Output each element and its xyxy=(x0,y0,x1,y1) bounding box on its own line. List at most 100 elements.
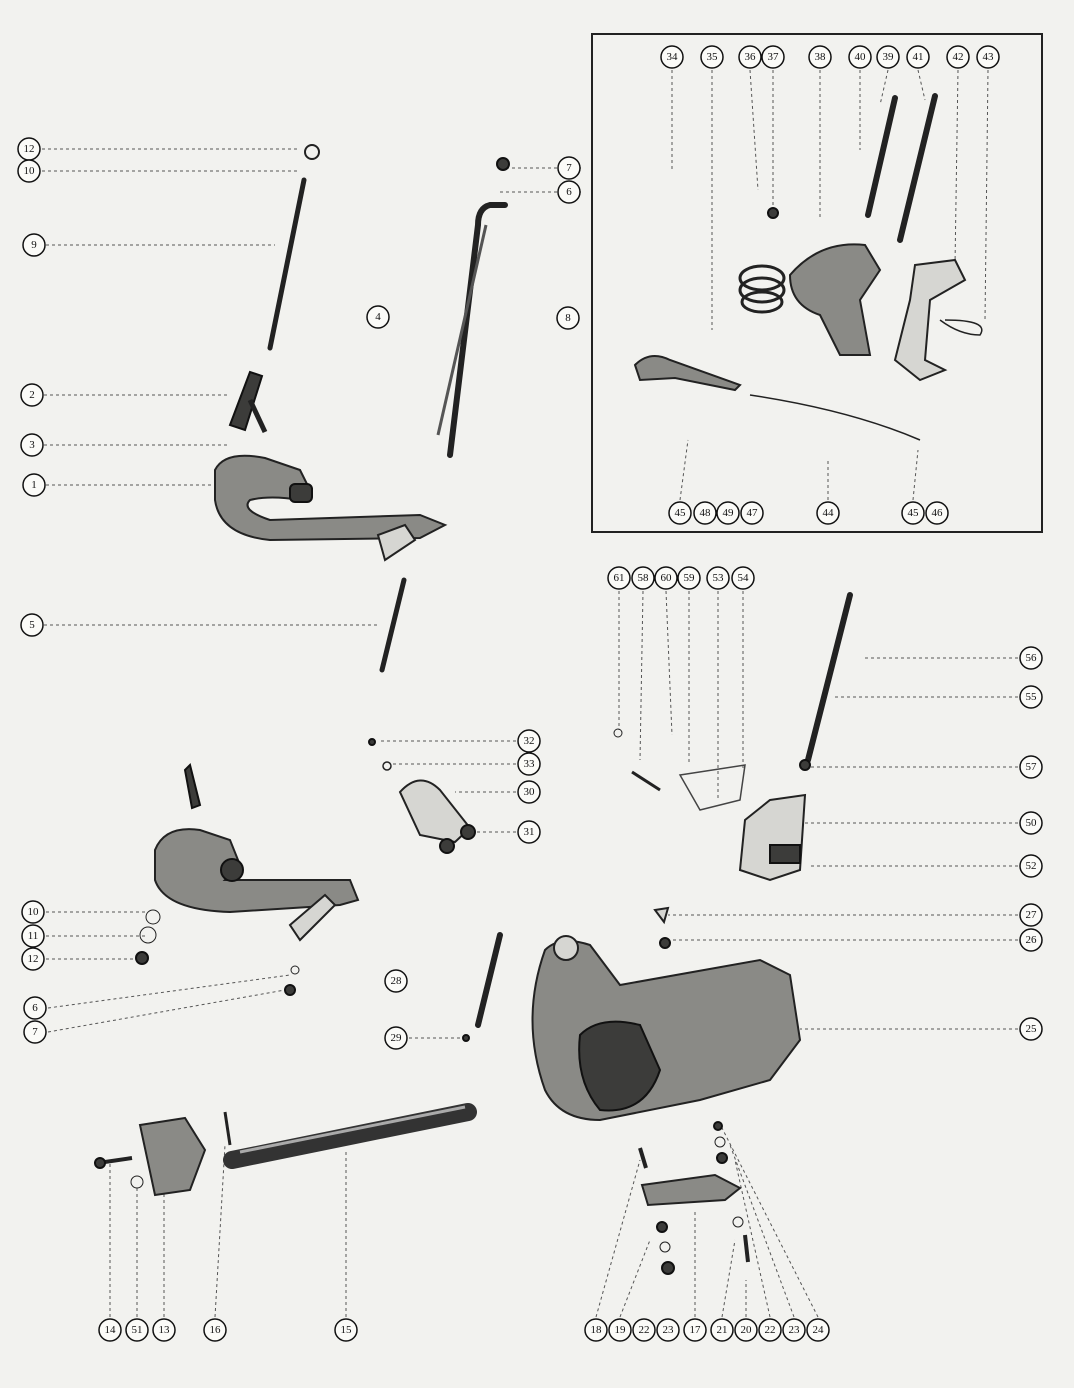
callout-c-42: 42 xyxy=(946,45,970,69)
part-17-arm xyxy=(638,1121,750,1275)
callout-label: 20 xyxy=(741,1324,753,1336)
callout-c-37: 37 xyxy=(761,45,785,69)
callout-label: 24 xyxy=(813,1324,825,1336)
leader-line xyxy=(47,989,286,1033)
callout-c-9: 9 xyxy=(22,233,46,257)
part-55-shaft xyxy=(613,592,853,949)
leader-line xyxy=(619,1239,651,1318)
callout-label: 35 xyxy=(707,51,719,63)
callout-c-23b: 23 xyxy=(782,1318,806,1342)
callout-label: 3 xyxy=(29,439,35,451)
callout-label: 57 xyxy=(1026,761,1038,773)
callout-label: 34 xyxy=(667,51,679,63)
part-13-plate xyxy=(94,1111,232,1197)
callout-label: 58 xyxy=(638,572,650,584)
leader-line xyxy=(879,69,889,106)
callout-c-19: 19 xyxy=(608,1318,632,1342)
callout-label: 41 xyxy=(913,51,924,63)
callout-c-18: 18 xyxy=(584,1318,608,1342)
callout-c-14: 14 xyxy=(98,1318,122,1342)
leader-lines xyxy=(42,69,1018,1318)
callout-label: 10 xyxy=(24,165,36,177)
callout-c-55: 55 xyxy=(1019,685,1043,709)
callout-label: 4 xyxy=(375,311,381,323)
callout-label: 6 xyxy=(566,186,572,198)
callout-c-43: 43 xyxy=(976,45,1000,69)
callout-label: 31 xyxy=(524,826,535,838)
callout-c-22b: 22 xyxy=(758,1318,782,1342)
inset-parts xyxy=(633,93,983,441)
callout-label: 28 xyxy=(391,975,403,987)
leader-line xyxy=(912,449,919,501)
callout-label: 59 xyxy=(684,572,696,584)
part-5-pin xyxy=(379,577,407,673)
part-25-swivel-bracket xyxy=(531,935,802,1122)
callout-label: 61 xyxy=(614,572,625,584)
callout-label: 55 xyxy=(1026,691,1038,703)
callout-c-17: 17 xyxy=(683,1318,707,1342)
callout-c-31: 31 xyxy=(517,820,541,844)
callout-c-12b: 12 xyxy=(21,947,45,971)
callout-c-32: 32 xyxy=(517,729,541,753)
callout-c-28: 28 xyxy=(384,969,408,993)
callout-label: 53 xyxy=(713,572,725,584)
callout-label: 45 xyxy=(675,507,687,519)
callout-c-54: 54 xyxy=(731,566,755,590)
part-9-rod xyxy=(267,177,307,351)
callout-c-1: 1 xyxy=(22,473,46,497)
callout-c-7a: 7 xyxy=(557,156,581,180)
callout-label: 22 xyxy=(765,1324,776,1336)
callout-label: 8 xyxy=(565,312,571,324)
leader-line xyxy=(595,1159,641,1318)
leader-line xyxy=(984,69,989,321)
leader-line xyxy=(639,590,644,761)
callout-label: 6 xyxy=(32,1002,38,1014)
callout-c-22a: 22 xyxy=(632,1318,656,1342)
part-4-bent-rod xyxy=(436,202,508,458)
callout-c-12a: 12 xyxy=(17,137,41,161)
callout-label: 27 xyxy=(1026,909,1038,921)
callout-label: 2 xyxy=(29,389,35,401)
callout-label: 7 xyxy=(566,162,572,174)
leader-line xyxy=(721,1127,819,1318)
callout-c-2: 2 xyxy=(20,383,44,407)
leader-line xyxy=(917,69,926,101)
callout-label: 36 xyxy=(745,51,757,63)
callout-c-29: 29 xyxy=(384,1026,408,1050)
callout-c-56: 56 xyxy=(1019,646,1043,670)
leader-line xyxy=(749,69,759,191)
part-30-cam xyxy=(368,738,476,854)
callout-c-30: 30 xyxy=(517,780,541,804)
callout-label: 54 xyxy=(738,572,750,584)
callout-c-59: 59 xyxy=(677,566,701,590)
callout-c-20: 20 xyxy=(734,1318,758,1342)
callout-label: 38 xyxy=(815,51,827,63)
callout-c-6a: 6 xyxy=(557,180,581,204)
callout-c-35: 35 xyxy=(700,45,724,69)
callout-c-36: 36 xyxy=(738,45,762,69)
callout-label: 42 xyxy=(953,51,964,63)
callout-c-23a: 23 xyxy=(656,1318,680,1342)
callout-c-33: 33 xyxy=(517,752,541,776)
callout-c-44: 44 xyxy=(816,501,840,525)
callout-label: 26 xyxy=(1026,934,1038,946)
callout-label: 23 xyxy=(663,1324,675,1336)
leader-line xyxy=(734,1159,771,1318)
leader-line xyxy=(679,439,689,501)
callout-label: 5 xyxy=(29,619,35,631)
callout-label: 14 xyxy=(105,1324,117,1336)
callout-label: 48 xyxy=(700,507,712,519)
callout-c-8: 8 xyxy=(556,306,580,330)
callout-label: 15 xyxy=(341,1324,353,1336)
callout-label: 7 xyxy=(32,1026,38,1038)
small-washers-left xyxy=(135,909,300,996)
callout-c-16: 16 xyxy=(203,1318,227,1342)
part-lower-bracket xyxy=(154,763,360,942)
callout-label: 12 xyxy=(24,143,35,155)
callout-c-10a: 10 xyxy=(17,159,41,183)
callout-c-21: 21 xyxy=(710,1318,734,1342)
callout-c-38: 38 xyxy=(808,45,832,69)
callout-label: 30 xyxy=(524,786,536,798)
callout-c-39: 39 xyxy=(876,45,900,69)
